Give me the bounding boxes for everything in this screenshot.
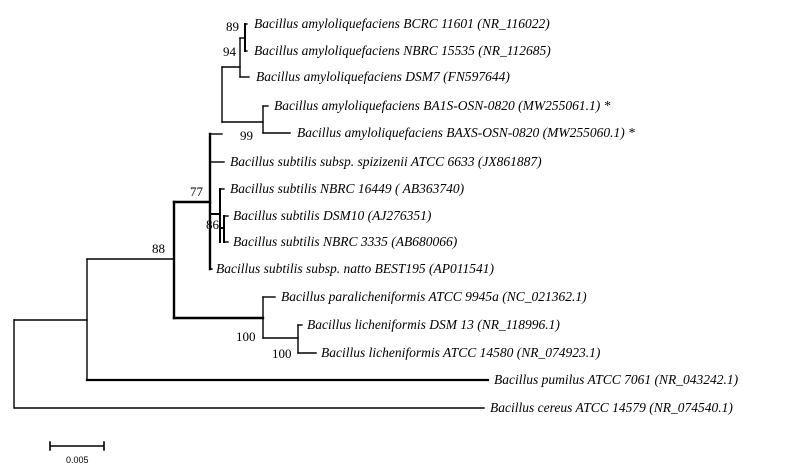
taxon-labels: Bacillus amyloliquefaciens BCRC 11601 (N…	[216, 16, 739, 415]
bootstrap-value: 89	[226, 19, 239, 34]
bootstrap-value: 94	[223, 44, 237, 59]
taxon-label: Bacillus amyloliquefaciens BAXS-OSN-0820…	[297, 125, 635, 140]
tree-branches	[13, 23, 490, 409]
taxon-label: Bacillus subtilis subsp. spizizenii ATCC…	[230, 154, 542, 169]
taxon-label: Bacillus subtilis NBRC 16449 ( AB363740)	[230, 181, 465, 196]
taxon-label: Bacillus amyloliquefaciens BCRC 11601 (N…	[254, 16, 550, 31]
bootstrap-value: 99	[240, 128, 253, 143]
bootstrap-value: 88	[152, 241, 165, 256]
scale-bar-label: 0.005	[66, 455, 89, 465]
taxon-label: Bacillus subtilis NBRC 3335 (AB680066)	[233, 234, 458, 249]
taxon-label: Bacillus licheniformis DSM 13 (NR_118996…	[307, 317, 560, 332]
taxon-label: Bacillus subtilis subsp. natto BEST195 (…	[216, 261, 495, 276]
taxon-label: Bacillus licheniformis ATCC 14580 (NR_07…	[321, 345, 601, 360]
scale-bar: 0.005	[49, 441, 105, 465]
taxon-label: Bacillus cereus ATCC 14579 (NR_074540.1)	[490, 400, 733, 415]
scale-bar-line	[49, 441, 105, 451]
bootstrap-value: 77	[190, 184, 204, 199]
bootstrap-values: 89 94 99 77 86 88 100 100	[152, 19, 292, 361]
branch-root	[13, 319, 485, 409]
taxon-label: Bacillus pumilus ATCC 7061 (NR_043242.1)	[494, 372, 739, 387]
taxon-label: Bacillus amyloliquefaciens NBRC 15535 (N…	[254, 43, 551, 58]
taxon-label: Bacillus amyloliquefaciens BA1S-OSN-0820…	[274, 98, 611, 113]
bootstrap-value: 100	[236, 329, 256, 344]
taxon-label: Bacillus subtilis DSM10 (AJ276351)	[233, 208, 432, 223]
bootstrap-value: 100	[272, 346, 292, 361]
bootstrap-value: 86	[206, 217, 220, 232]
taxon-label: Bacillus paralicheniformis ATCC 9945a (N…	[281, 289, 587, 304]
taxon-label: Bacillus amyloliquefaciens DSM7 (FN59764…	[256, 69, 510, 84]
